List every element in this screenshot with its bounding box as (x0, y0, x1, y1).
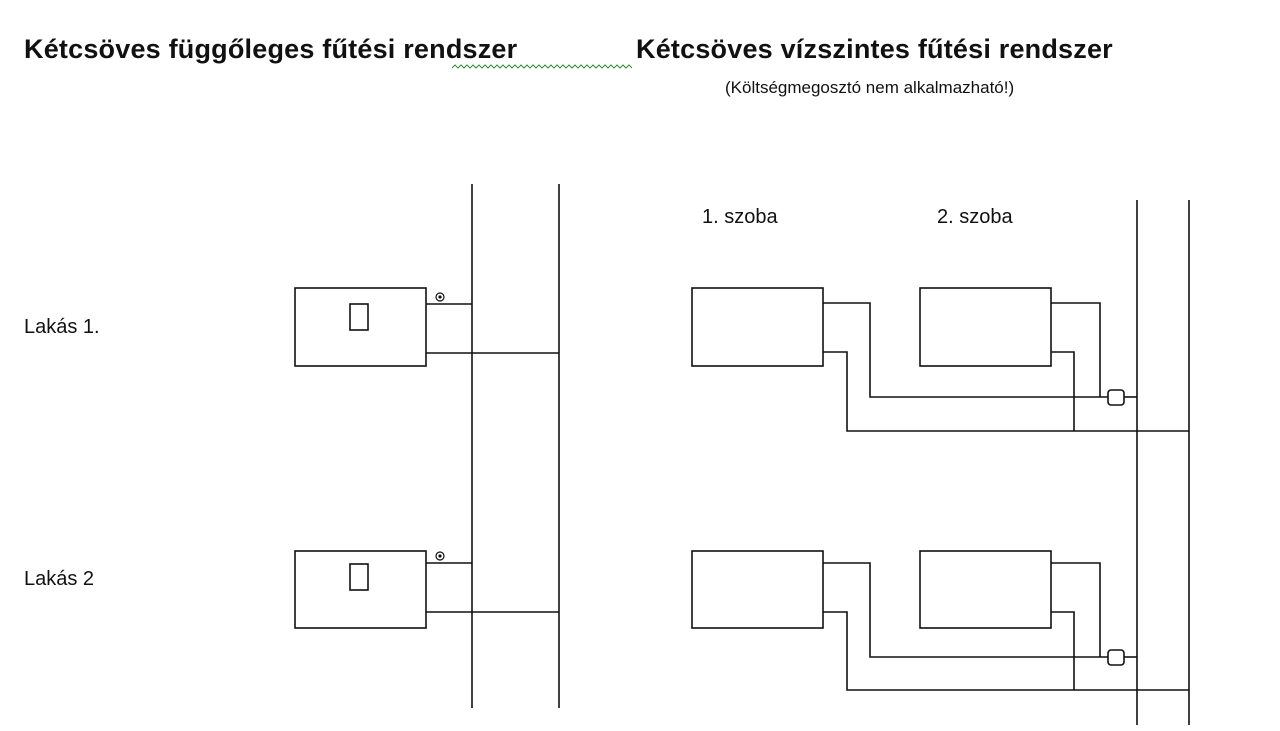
radiator-flat2-vertical (294, 550, 427, 629)
radiator-flat1-vertical (294, 287, 427, 367)
pipe-flat1-room2-supply (1051, 302, 1101, 397)
pipe-flat1-room1-supply (823, 302, 1110, 398)
pipe-flat2-room2-supply (1051, 562, 1101, 657)
pipe-flat2-room1-supply (823, 562, 1110, 658)
heat-meter-flat2 (1107, 649, 1125, 666)
pipe-flat2-room2-return (1051, 611, 1075, 690)
label-flat-2: Lakás 2 (24, 568, 95, 590)
spellcheck-underline (452, 64, 632, 69)
pipe-flat1-room1-return (823, 351, 1189, 432)
cost-allocator-flat1 (349, 303, 369, 331)
label-room-2: 2. szoba (937, 206, 1013, 228)
valve-flat2-core (438, 554, 442, 558)
valve-flat1-core (438, 295, 442, 299)
radiator-flat2-room2 (919, 550, 1052, 629)
cost-allocator-flat2 (349, 563, 369, 591)
heat-meter-flat1 (1107, 389, 1125, 406)
label-room-1: 1. szoba (702, 206, 778, 228)
note-cost-allocator: (Költségmegosztó nem alkalmazható!) (725, 78, 1015, 97)
label-flat-1: Lakás 1. (24, 316, 100, 338)
radiator-flat2-room1 (691, 550, 824, 629)
pipe-flat1-room2-return (1051, 351, 1075, 431)
radiator-flat1-room2 (919, 287, 1052, 367)
pipe-flat2-room1-return (823, 611, 1189, 691)
title-horizontal-system: Kétcsöves vízszintes fűtési rendszer (636, 34, 1113, 64)
radiator-flat1-room1 (691, 287, 824, 367)
title-vertical-system: Kétcsöves függőleges fűtési rendszer (24, 34, 518, 64)
